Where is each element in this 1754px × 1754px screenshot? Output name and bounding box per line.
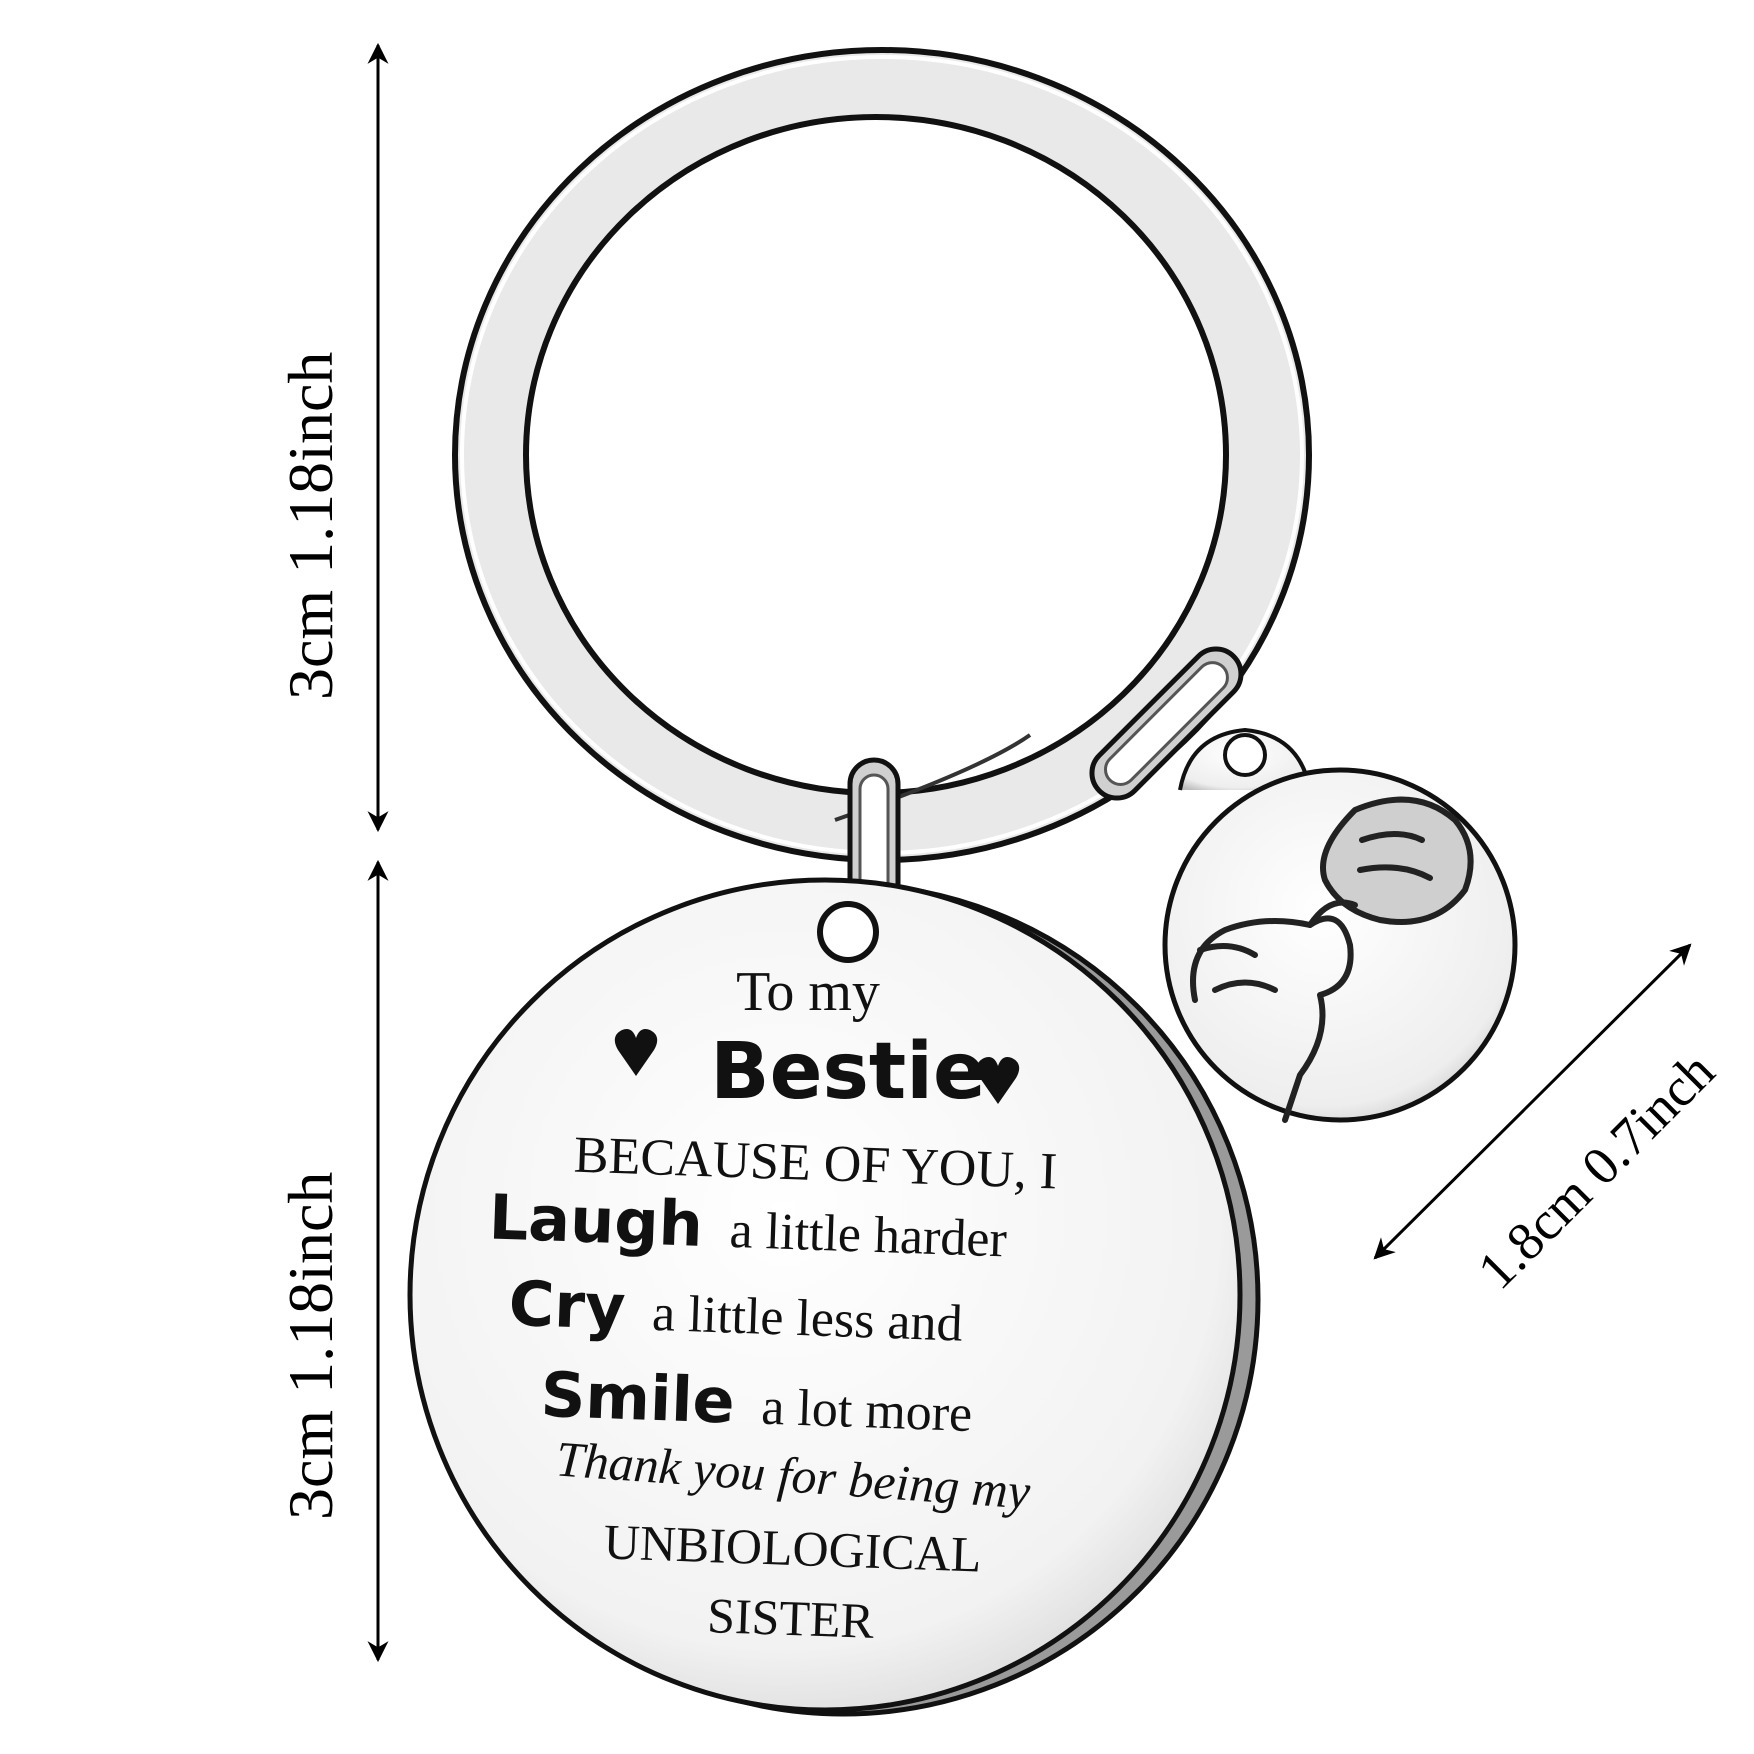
bestie-tag: To my Bestie BECAUSE OF YOU, I Laugh a l… xyxy=(407,877,1261,1717)
charm-jump-ring xyxy=(1089,646,1244,801)
engraving-line-cry: Cry a little less and xyxy=(508,1267,964,1356)
engraving-line-unbiological: UNBIOLOGICAL xyxy=(603,1513,982,1582)
key-ring xyxy=(452,47,1312,863)
tag-hole xyxy=(817,901,879,963)
pinky-promise-charm xyxy=(1162,727,1518,1123)
ring-height-dimension: 3cm 1.18inch xyxy=(275,42,389,833)
engraving-line-laugh: Laugh a little harder xyxy=(488,1180,1009,1271)
engraving-line-smile: Smile a lot more xyxy=(540,1358,974,1446)
charm-diameter-label: 1.8cm 0.7inch xyxy=(1466,1041,1726,1301)
tag-height-label: 3cm 1.18inch xyxy=(275,1172,346,1520)
heart-right-icon xyxy=(976,1057,1020,1104)
tag-height-dimension: 3cm 1.18inch xyxy=(275,859,389,1663)
engraving-line-to-my: To my xyxy=(736,961,880,1023)
engraving-line-bestie: Bestie xyxy=(710,1027,986,1117)
engraving-line-sister: SISTER xyxy=(706,1587,875,1649)
pinky-promise-hands-icon xyxy=(1190,796,1474,1123)
charm-diameter-arrow xyxy=(1373,943,1692,1260)
ring-height-label: 3cm 1.18inch xyxy=(275,352,346,700)
heart-left-icon xyxy=(614,1029,658,1076)
